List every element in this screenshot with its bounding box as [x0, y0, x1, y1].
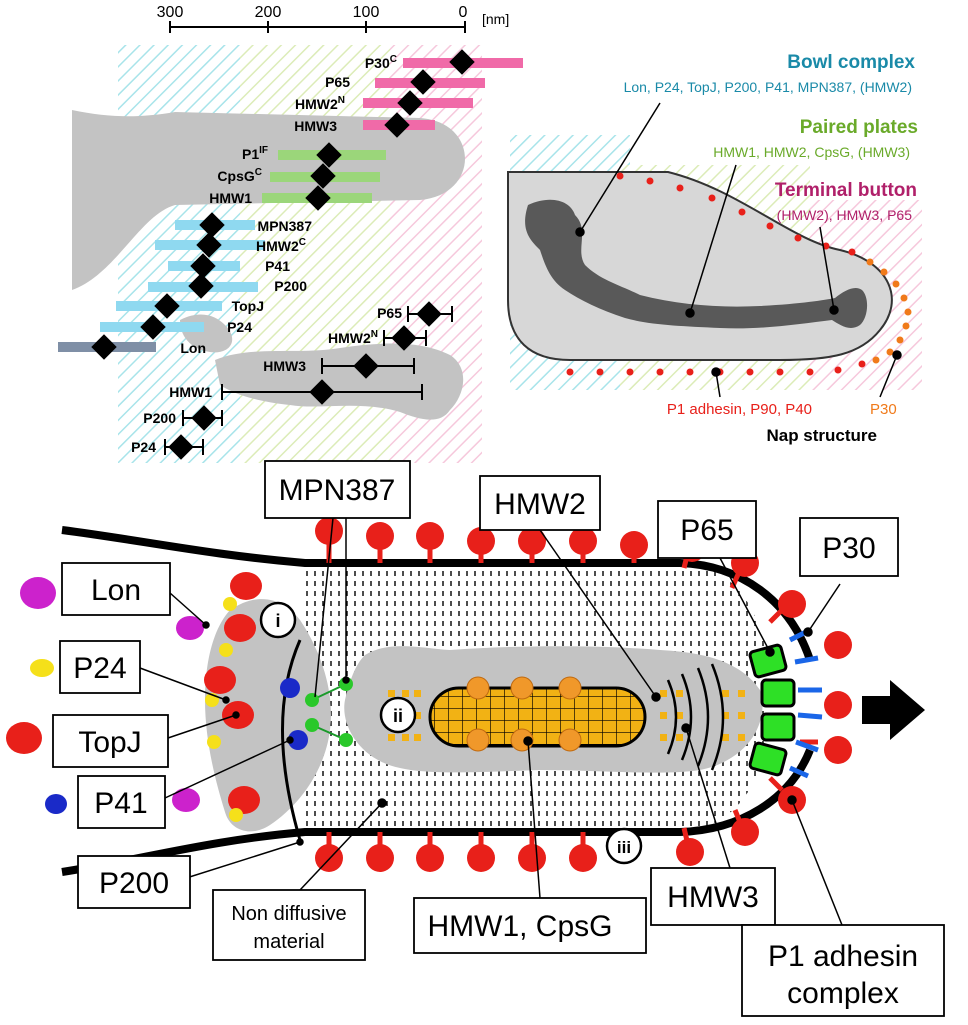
- label-p65-box: P65: [680, 514, 733, 547]
- label-hmw1: HMW1: [209, 190, 252, 206]
- scale-tick-200: 200: [255, 4, 282, 21]
- bottom-panel: i ii iii Lon P24 TopJ P41 P200: [6, 460, 945, 1017]
- terminal-button-boxes: [748, 643, 796, 777]
- box-hmw3: [650, 867, 776, 926]
- label-topj: TopJ: [232, 298, 264, 314]
- label-hmw2c: HMW2C: [256, 237, 306, 254]
- scale-tick-100: 100: [353, 4, 380, 21]
- box-topj: [52, 714, 169, 768]
- box-hmw2: [479, 475, 601, 531]
- marker-ii: ii: [393, 706, 403, 726]
- p30-sticks: [788, 627, 823, 779]
- label-p30c: P30C: [365, 54, 397, 71]
- paired-plates-grid: [428, 686, 647, 748]
- bowl-complex-title: Bowl complex: [787, 52, 915, 73]
- side-proteins: [6, 577, 67, 814]
- error-bars: [164, 301, 453, 460]
- scale-tick-0: 0: [459, 4, 468, 21]
- label-hmw2n-b: HMW2N: [328, 329, 378, 346]
- label-hmw3: HMW3: [294, 118, 337, 134]
- nap-dark-structure: [525, 199, 868, 329]
- roman-numerals: i ii iii: [259, 601, 643, 865]
- scale-tick-300: 300: [157, 4, 184, 21]
- bottom-label-texts: Lon P24 TopJ P41 P200 MPN387 HMW2 P65 P3…: [73, 474, 918, 1010]
- topj-protein: [6, 722, 42, 754]
- p1-adhesin-label: P1 adhesin, P90, P40: [667, 401, 812, 418]
- bowl-complex-members: Lon, P24, TopJ, P200, P41, MPN387, (HMW2…: [624, 79, 912, 95]
- label-hmw2n: HMW2N: [295, 95, 345, 112]
- label-p200-box: P200: [99, 867, 169, 900]
- marker-iii: iii: [617, 838, 631, 857]
- label-p24-box: P24: [73, 652, 126, 685]
- arcs: [666, 663, 725, 771]
- label-mpn387-box: MPN387: [279, 474, 396, 507]
- bowl-arc: [281, 639, 302, 841]
- label-hmw2-box: HMW2: [494, 488, 586, 521]
- label-p200-b: P200: [143, 410, 176, 426]
- lon-protein: [20, 577, 56, 609]
- p24-protein: [30, 659, 54, 677]
- localization-labels: P30C P65 HMW2N HMW3 P1IF CpsGC HMW1 MPN3…: [180, 54, 397, 356]
- bowl-grey: [205, 599, 331, 832]
- paired-plates-members: HMW1, HMW2, CpsG, (HMW3): [713, 144, 910, 160]
- localization-markers: [91, 49, 475, 360]
- label-p200: P200: [274, 278, 307, 294]
- label-lon-box: Lon: [91, 574, 141, 607]
- label-p1if: P1IF: [242, 145, 268, 162]
- label-hmw1-cpsg-box: HMW1, CpsG: [427, 910, 612, 943]
- top-left-panel: 300 200 100 0 [nm]: [58, 4, 523, 463]
- box-p41: [77, 775, 166, 829]
- label-p30-box: P30: [822, 532, 875, 565]
- box-p24: [59, 640, 141, 694]
- label-non-diffusive-2: material: [253, 931, 324, 953]
- box-p1-complex: [741, 924, 945, 1017]
- error-bar-labels: P65 HMW2N HMW3 HMW1 P200 P24: [131, 305, 402, 455]
- label-p65: P65: [325, 74, 350, 90]
- box-p200: [77, 855, 191, 909]
- label-p41: P41: [265, 258, 290, 274]
- marker-i: i: [275, 611, 280, 631]
- bottom-label-boxes: [52, 460, 945, 1017]
- paired-plates-title: Paired plates: [800, 117, 918, 138]
- nap-p30-dots: [866, 258, 912, 364]
- label-mpn387: MPN387: [258, 218, 313, 234]
- label-hmw3-b: HMW3: [263, 358, 306, 374]
- scale-unit: [nm]: [482, 11, 509, 27]
- nap-leader-lines: [575, 102, 902, 398]
- terminal-button-title: Terminal button: [775, 180, 917, 201]
- label-topj-box: TopJ: [78, 726, 141, 759]
- label-non-diffusive-1: Non diffusive: [231, 903, 346, 925]
- label-cpsgc: CpsGC: [217, 167, 262, 184]
- box-lon: [61, 562, 171, 616]
- label-p41-box: P41: [94, 787, 147, 820]
- label-p24: P24: [227, 319, 252, 335]
- bowl-region: [118, 45, 240, 463]
- box-p65: [657, 500, 757, 559]
- yellow-dots: [388, 690, 745, 741]
- direction-arrow: [862, 680, 925, 740]
- label-hmw1-b: HMW1: [169, 384, 212, 400]
- box-p30: [799, 517, 899, 577]
- p41-protein: [45, 794, 67, 814]
- box-non-diffusive: [212, 889, 366, 961]
- box-hmw1-cpsg: [413, 897, 647, 954]
- bottom-leader-lines: [139, 517, 843, 926]
- top-right-panel: Bowl complex Lon, P24, TopJ, P200, P41, …: [507, 52, 922, 445]
- label-p24-b: P24: [131, 439, 156, 455]
- nm-scale: 300 200 100 0 [nm]: [157, 4, 509, 33]
- terminal-button-members: (HMW2), HMW3, P65: [777, 207, 913, 223]
- p30-nap-label: P30: [870, 401, 897, 418]
- label-p1-complex-1: P1 adhesin: [768, 940, 918, 973]
- label-lon: Lon: [180, 340, 206, 356]
- label-p65-b: P65: [377, 305, 402, 321]
- box-mpn387: [264, 460, 411, 519]
- label-p1-complex-2: complex: [787, 977, 899, 1010]
- nap-structure-label: Nap structure: [766, 426, 877, 445]
- nap-blob-bottom: [215, 343, 464, 420]
- label-hmw3-box: HMW3: [667, 881, 759, 914]
